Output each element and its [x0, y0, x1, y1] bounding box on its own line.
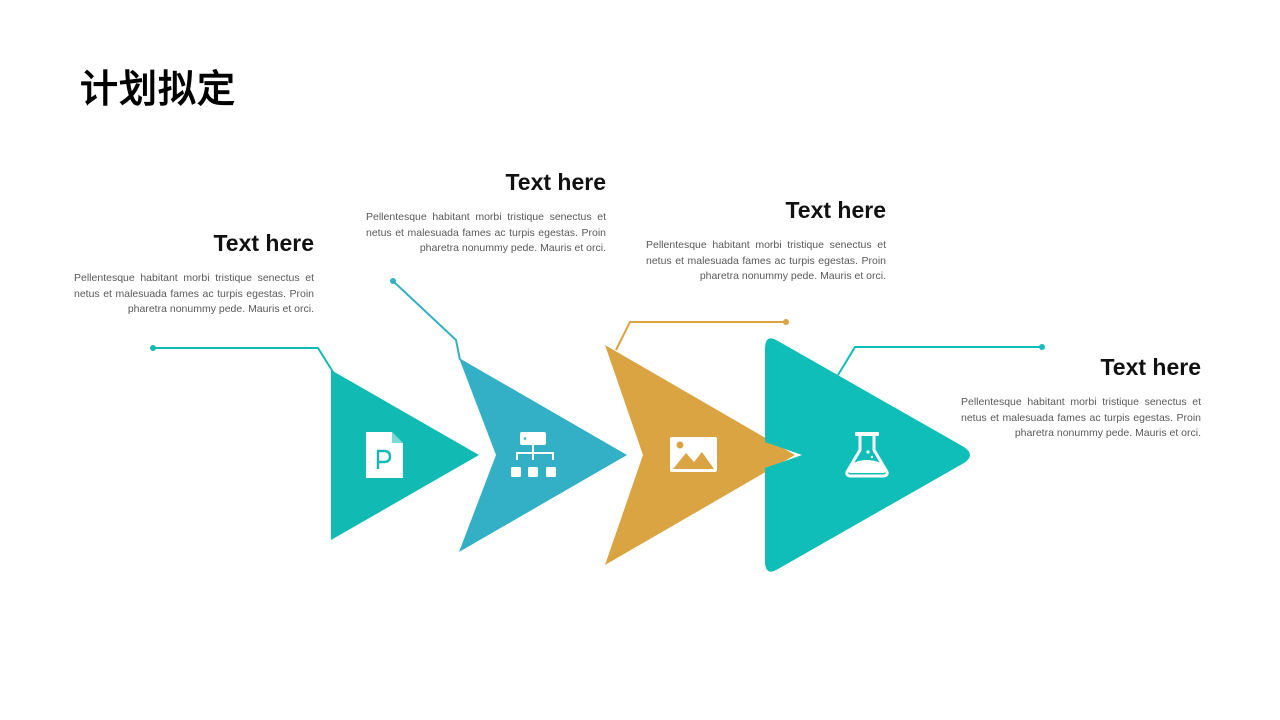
- image-icon: [670, 437, 717, 472]
- arrow-shape-1: [331, 370, 479, 540]
- step-body-1: Pellentesque habitant morbi tristique se…: [74, 272, 314, 315]
- flask-icon: [845, 432, 889, 478]
- connector-3: [615, 319, 789, 351]
- step-body-4: Pellentesque habitant morbi tristique se…: [961, 396, 1201, 439]
- step-heading-1: Text here: [213, 230, 314, 256]
- arrow-shape-2: [459, 358, 627, 552]
- step-body-2: Pellentesque habitant morbi tristique se…: [366, 211, 606, 254]
- step-body-3: Pellentesque habitant morbi tristique se…: [646, 239, 886, 282]
- step-text-3: Text here Pellentesque habitant morbi tr…: [646, 196, 886, 285]
- connector-1: [150, 345, 334, 373]
- step-text-4: Text here Pellentesque habitant morbi tr…: [961, 353, 1201, 442]
- step-text-1: Text here Pellentesque habitant morbi tr…: [74, 229, 314, 318]
- connector-2: [390, 278, 461, 361]
- arrow-shape-4: [765, 338, 970, 572]
- document-p-icon: [366, 432, 403, 478]
- connector-4: [837, 344, 1045, 376]
- step-text-2: Text here Pellentesque habitant morbi tr…: [366, 168, 606, 257]
- step-heading-4: Text here: [1100, 354, 1201, 380]
- hierarchy-icon: [511, 432, 556, 477]
- page-title: 计划拟定: [80, 67, 237, 111]
- step-heading-2: Text here: [505, 169, 606, 195]
- step-heading-3: Text here: [785, 197, 886, 223]
